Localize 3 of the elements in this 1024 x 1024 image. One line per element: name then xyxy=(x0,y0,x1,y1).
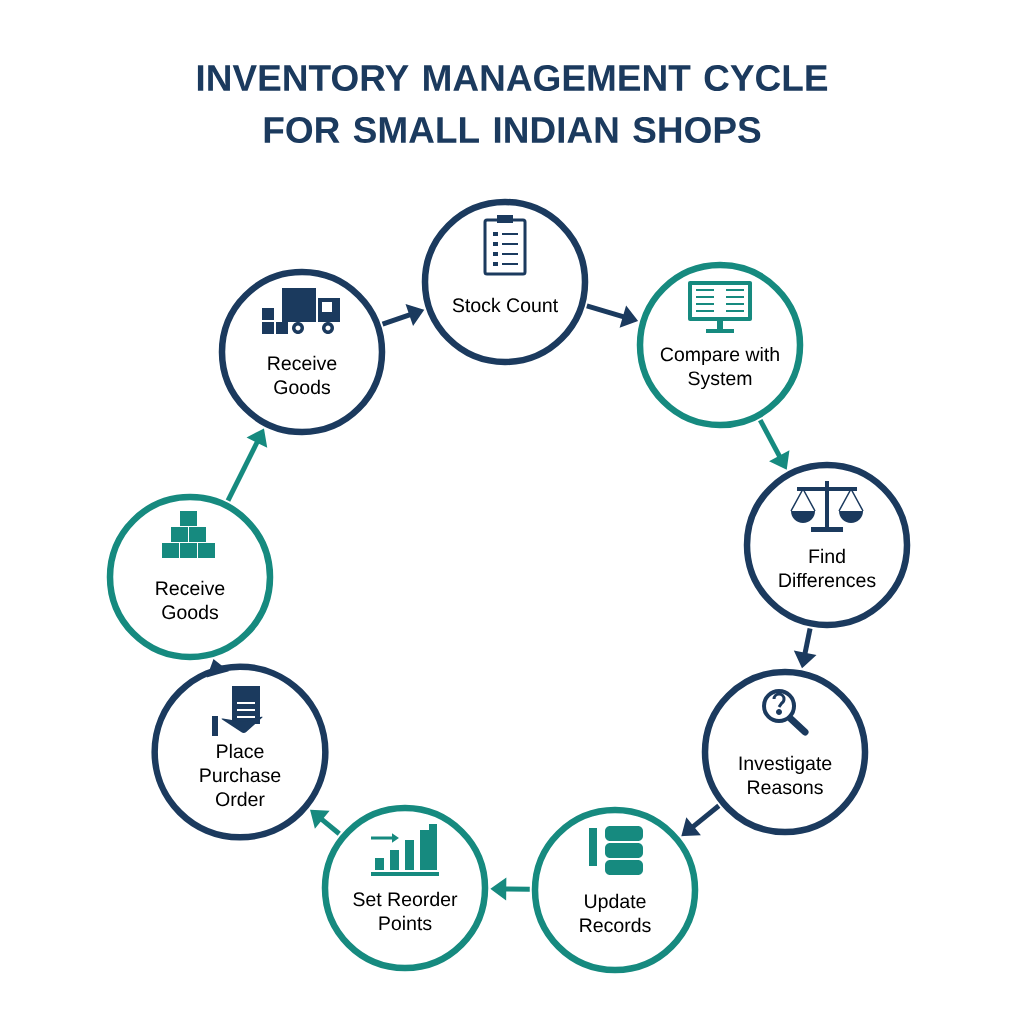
arrow xyxy=(681,803,721,837)
title: INVENTORY MANAGEMENT CYCLE FOR SMALL INDIAN SHOPS xyxy=(197,64,828,144)
arrow xyxy=(310,809,341,836)
